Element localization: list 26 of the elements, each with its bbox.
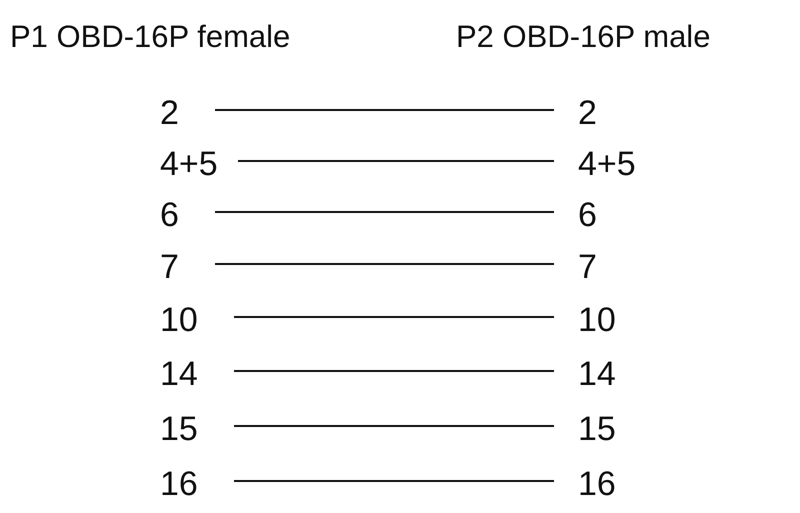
pin-number: 14 xyxy=(160,353,198,395)
pin-number: 2 xyxy=(554,92,597,134)
wire-line xyxy=(234,316,554,318)
wire-line xyxy=(238,160,554,162)
wire-line xyxy=(215,109,554,111)
pin-number: 6 xyxy=(554,194,597,236)
pin-number: 7 xyxy=(554,246,597,288)
wire-line xyxy=(234,425,554,427)
pin-number: 6 xyxy=(160,194,179,236)
pin-number: 10 xyxy=(554,299,616,341)
pin-number: 7 xyxy=(160,246,179,288)
wire-line xyxy=(215,211,554,213)
pin-number: 16 xyxy=(554,463,616,505)
pin-number: 15 xyxy=(554,408,616,450)
pin-number: 4+5 xyxy=(160,143,218,185)
wire-line xyxy=(234,480,554,482)
pin-number: 10 xyxy=(160,299,198,341)
pin-number: 14 xyxy=(554,353,616,395)
connector-heading: P2 OBD-16P male xyxy=(456,18,710,56)
wire-line xyxy=(234,370,554,372)
pin-number: 16 xyxy=(160,463,198,505)
connector-heading: P1 OBD-16P female xyxy=(10,18,290,56)
wire-line xyxy=(215,263,554,265)
pin-number: 4+5 xyxy=(554,143,636,185)
pin-number: 2 xyxy=(160,92,179,134)
pin-number: 15 xyxy=(160,408,198,450)
